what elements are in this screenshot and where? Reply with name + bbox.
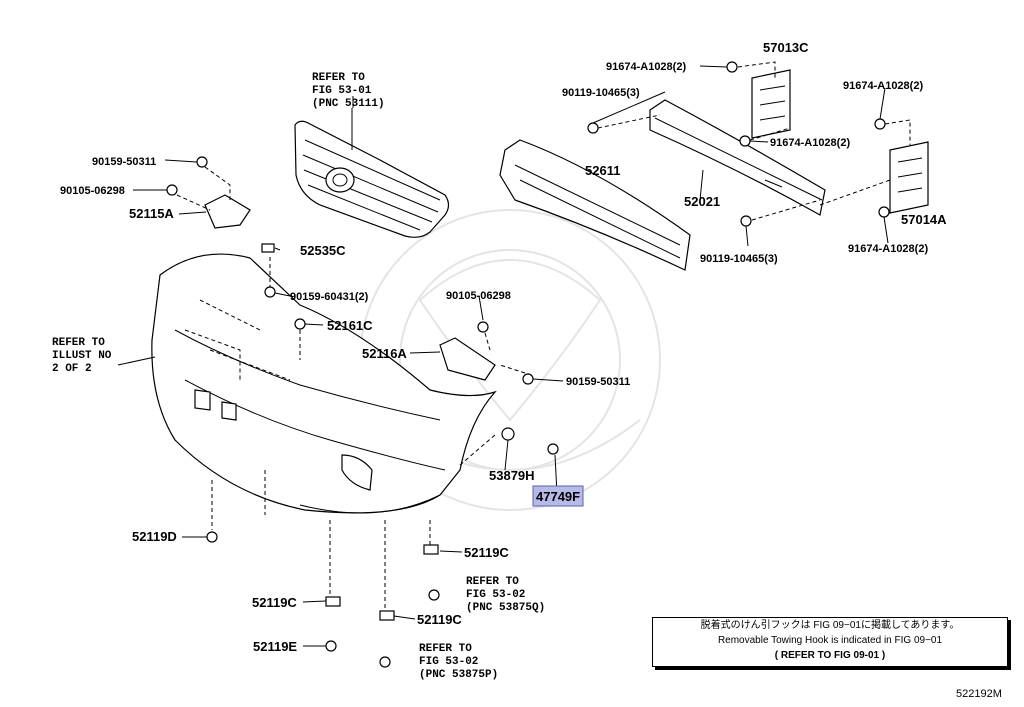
- label-52119D: 52119D: [132, 529, 177, 544]
- label-91674-d: 91674-A1028(2): [848, 243, 928, 255]
- refer-illust: REFER TO ILLUST NO 2 OF 2: [52, 337, 118, 375]
- refer-fig-53-02-p: REFER TO FIG 53-02 (PNC 53875P): [419, 643, 498, 681]
- note-line-jp: 脱着式のけん引フックは FIG 09−01に掲載してあります。: [700, 620, 960, 631]
- label-52119C-a: 52119C: [464, 545, 509, 560]
- label-52611: 52611: [585, 163, 620, 178]
- extension-bracket-57013C: [751, 69, 791, 139]
- front-bumper-cover: [151, 253, 497, 514]
- label-52021: 52021: [684, 194, 720, 209]
- note-line-en: Removable Towing Hook is indicated in FI…: [717, 635, 943, 646]
- label-91674-c: 91674-A1028(2): [770, 137, 850, 149]
- label-47749F[interactable]: 47749F: [536, 489, 580, 504]
- highlight-47749F[interactable]: [532, 485, 584, 507]
- label-90119-a: 90119-10465(3): [562, 87, 640, 99]
- extension-bracket-57014A: [889, 141, 929, 214]
- label-52115A: 52115A: [129, 206, 174, 221]
- label-52119E: 52119E: [253, 639, 297, 654]
- figure-number: 522192M: [956, 688, 1002, 700]
- label-90159-50311-a: 90159-50311: [92, 156, 156, 168]
- label-91674-a: 91674-A1028(2): [606, 61, 686, 73]
- towing-hook-note: 脱着式のけん引フックは FIG 09−01に掲載してあります。 Removabl…: [652, 617, 1008, 667]
- label-52535C: 52535C: [300, 243, 346, 258]
- radiator-grille: [294, 108, 450, 238]
- label-57014A: 57014A: [901, 212, 947, 227]
- label-90159-50311-b: 90159-50311: [566, 376, 630, 388]
- label-57013C: 57013C: [763, 40, 809, 55]
- label-90105-06298-b: 90105-06298: [446, 290, 511, 302]
- retainer-52115A: [204, 194, 251, 229]
- leader-lines: [117, 61, 911, 647]
- retainer-52116A: [439, 337, 496, 381]
- label-52119C-c: 52119C: [417, 612, 462, 627]
- callout-labels: REFER TO FIG 53-01 (PNC 53111) 90159-503…: [52, 40, 947, 681]
- label-52116A: 52116A: [362, 346, 407, 361]
- label-90159-60431: 90159-60431(2): [290, 291, 369, 303]
- refer-fig-53-02-q: REFER TO FIG 53-02 (PNC 53875Q): [466, 576, 545, 614]
- label-91674-b: 91674-A1028(2): [843, 80, 923, 92]
- label-52119C-b: 52119C: [252, 595, 297, 610]
- refer-fig-53-01: REFER TO FIG 53-01 (PNC 53111): [312, 72, 385, 110]
- energy-absorber-52611: [499, 139, 691, 271]
- label-52161C: 52161C: [327, 318, 373, 333]
- label-90119-b: 90119-10465(3): [700, 253, 778, 265]
- label-90105-06298-a: 90105-06298: [60, 185, 125, 197]
- label-53879H: 53879H: [489, 468, 535, 483]
- note-line-refer: ( REFER TO FIG 09-01 ): [774, 650, 886, 661]
- bumper-reinforcement-52021: [649, 99, 826, 216]
